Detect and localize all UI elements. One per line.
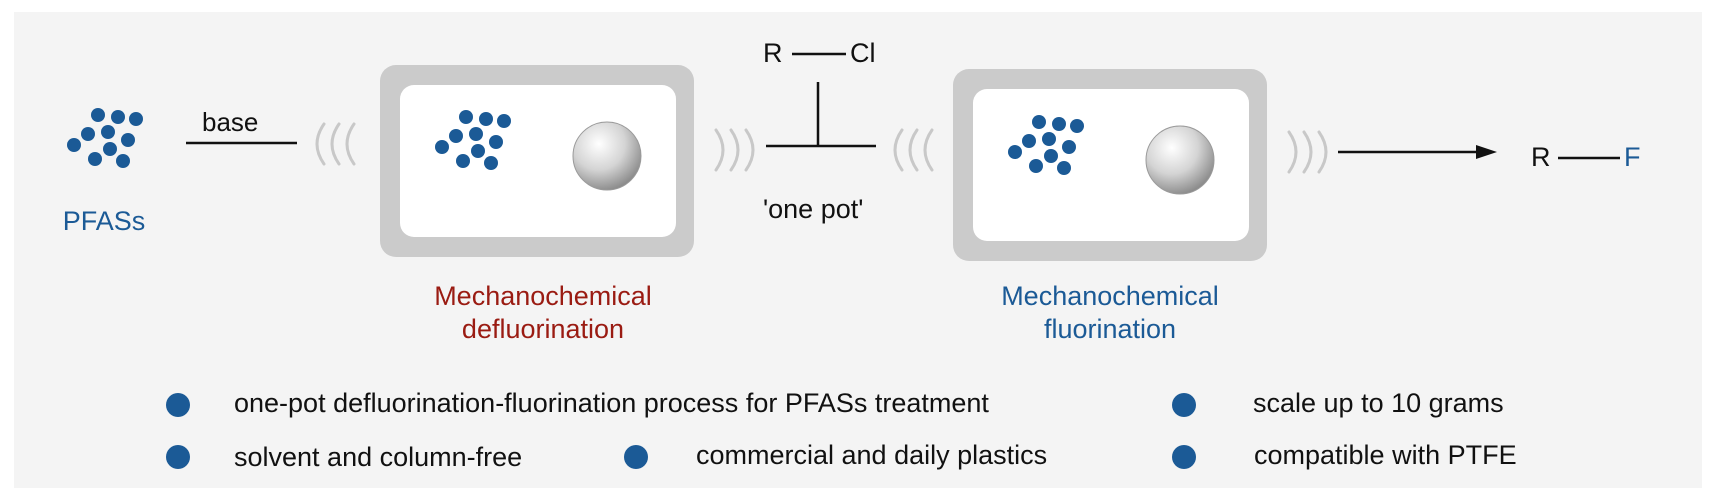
feature-item: commercial and daily plastics [696,440,1048,470]
step2-label: Mechanochemical fluorination [1001,281,1219,344]
vibration-waves-icon [315,122,356,166]
feature-item: compatible with PTFE [1254,440,1517,470]
reagent-cl-label: Cl [850,38,876,68]
vibration-waves-icon [1287,130,1328,174]
feature-item: one-pot defluorination-fluorination proc… [234,388,989,418]
step1-label: Mechanochemical defluorination [434,281,652,344]
vibration-waves-icon [893,128,934,172]
milling-ball-icon [572,121,642,191]
feature-item: scale up to 10 grams [1253,388,1504,418]
reactant-label: PFASs [62,206,146,236]
product-f-label: F [1624,142,1641,172]
product-r-label: R [1531,142,1551,172]
pfas-particles-icon [435,110,511,170]
arrow-head-icon [1476,145,1497,159]
pfas-particles-icon [67,108,143,168]
milling-ball-icon [1145,125,1215,195]
one-pot-label: 'one pot' [763,194,864,224]
vibration-waves-icon [714,128,755,172]
pfas-particles-icon [1008,115,1084,175]
feature-item: solvent and column-free [234,442,523,472]
base-label: base [202,107,259,137]
scheme-panel [14,12,1702,488]
bullet-icon [166,393,1196,469]
reagent-r-label: R [763,38,783,68]
